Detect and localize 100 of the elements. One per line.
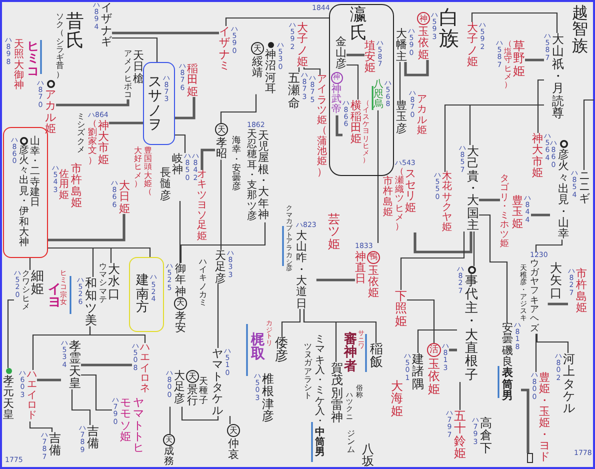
name-text: ツヌガアラシト — [304, 343, 312, 401]
name-text: 天日槍 — [133, 50, 144, 84]
name-text: 成務 — [164, 447, 174, 468]
name-text: 吉備 — [49, 432, 61, 457]
name-text: 神武帝 — [332, 84, 342, 116]
marriage-line — [37, 378, 61, 382]
name-text: 高倉下 — [480, 417, 492, 454]
name-text: 市杵島姫 — [576, 268, 587, 314]
name-text: 市杵島姫 — [71, 163, 82, 208]
marriage-line — [404, 60, 429, 76]
name-text: スサノヲ — [148, 74, 162, 132]
marriage-line — [81, 364, 132, 366]
name-text: 仲哀 — [228, 438, 239, 461]
name-text: 河上タケル — [563, 353, 575, 415]
name-text: イヨ — [48, 283, 61, 310]
lineage-line — [536, 334, 569, 353]
name-text: 埴安姫 — [364, 40, 376, 74]
clan-heading: 瀛氏 — [350, 7, 367, 42]
name-text: 御年神 — [175, 263, 186, 297]
lineage-line — [400, 232, 465, 290]
name-text: 大足彦 — [174, 370, 185, 404]
name-text: 天足彦 — [215, 250, 226, 284]
name-text: 表筒男 — [502, 367, 513, 402]
name-text: 佐用姫 — [59, 170, 69, 201]
lineage-line — [303, 309, 377, 343]
name-text: 五十鈴姫 — [454, 410, 466, 460]
name-text: 豊玉姫 — [512, 195, 523, 229]
name-text: 孝霊天皇 — [69, 340, 81, 390]
name-text: 椎根津彦 — [262, 373, 274, 422]
name-text: クワシヒメ — [22, 270, 30, 312]
lineage-line — [479, 214, 508, 322]
marriage-line — [414, 232, 472, 254]
name-text: 建諸隅 — [412, 353, 424, 390]
lineage-line — [459, 382, 461, 410]
circled-character: 神 — [417, 12, 430, 25]
name-text: 大山祇・月読尊 — [552, 33, 564, 120]
circled-character: 天 — [215, 123, 228, 136]
name-text: 細姫 — [31, 270, 44, 297]
name-text: 大海姫 — [391, 380, 403, 418]
lineage-line — [217, 284, 219, 348]
circled-character: 天 — [186, 370, 199, 383]
name-text: 玉依姫 — [368, 264, 379, 299]
name-text: 事代主・大直根子 — [465, 275, 478, 382]
name-text: 玉依姫 — [428, 358, 440, 396]
lineage-line — [471, 12, 558, 33]
name-text: ヤマトトヒモモソ姫 — [120, 397, 144, 455]
name-text: 孝安 — [175, 310, 186, 334]
circled-character: 鴨 — [367, 250, 380, 264]
marriage-line — [200, 148, 215, 170]
lineage-line — [112, 37, 158, 62]
name-text: ヤマトタケル — [212, 348, 223, 416]
name-text: 稲飯 — [370, 343, 383, 370]
name-text: アカル姫 — [45, 89, 56, 134]
lineage-line — [303, 67, 321, 75]
circled-character: 天 — [227, 424, 240, 437]
name-text: 大日姫 — [119, 180, 130, 214]
marriage-line — [336, 115, 342, 136]
lineage-line — [229, 416, 231, 424]
name-text: ニニギ — [579, 170, 590, 204]
name-text: 彦火々出見・山幸 — [558, 149, 569, 240]
name-text: 下照姫 — [395, 290, 407, 328]
lineage-line — [537, 79, 544, 133]
name-text: 倭彦 — [275, 337, 288, 364]
lineage-line — [220, 94, 257, 123]
marriage-line — [316, 278, 355, 282]
empty-box — [527, 453, 533, 463]
marriage-line — [449, 348, 457, 352]
name-text: 大子ノ姫 — [467, 22, 478, 68]
lineage-line — [377, 110, 379, 243]
lineage-line — [71, 389, 91, 425]
name-text: ジンム — [347, 430, 355, 455]
name-text: アカル姫 — [417, 95, 427, 136]
name-text: 海幸・安曇彦 — [232, 137, 241, 193]
name-text: 景行 — [187, 384, 198, 407]
name-text: （劉家文） — [88, 120, 97, 166]
name-text: 神大市姫 — [98, 120, 109, 165]
name-text: ウガヤフキアヘズ — [530, 260, 539, 334]
lineage-line — [225, 17, 329, 26]
lineage-line — [399, 62, 401, 100]
name-text: スセリ姫 — [405, 168, 416, 213]
lineage-line — [29, 258, 31, 270]
name-text: 木花サクヤ姫 — [442, 172, 452, 234]
name-text: 草野姫 — [513, 40, 525, 78]
lineage-line — [469, 104, 544, 145]
marriage-line — [109, 122, 143, 124]
group-frame — [329, 4, 394, 176]
lineage-line — [417, 329, 457, 353]
lineage-line — [181, 406, 219, 421]
marriage-line — [479, 198, 500, 202]
name-text: 大幡主 — [396, 28, 407, 62]
name-text: ミマキ入・ミケ入・中筒男 — [315, 335, 325, 459]
name-text: 審神者 — [344, 333, 357, 374]
name-text: 玉依姫 — [418, 26, 429, 60]
highlight-frame — [143, 62, 175, 145]
name-text: 大己貴・大国主 — [467, 145, 479, 232]
name-text: イザナミ — [219, 26, 230, 72]
name-text: 豊姫・玉姫・ヨド — [539, 372, 550, 463]
circled-character: 天 — [174, 296, 187, 310]
name-text: ウマシマテ — [99, 263, 107, 304]
lineage-line — [220, 160, 222, 250]
